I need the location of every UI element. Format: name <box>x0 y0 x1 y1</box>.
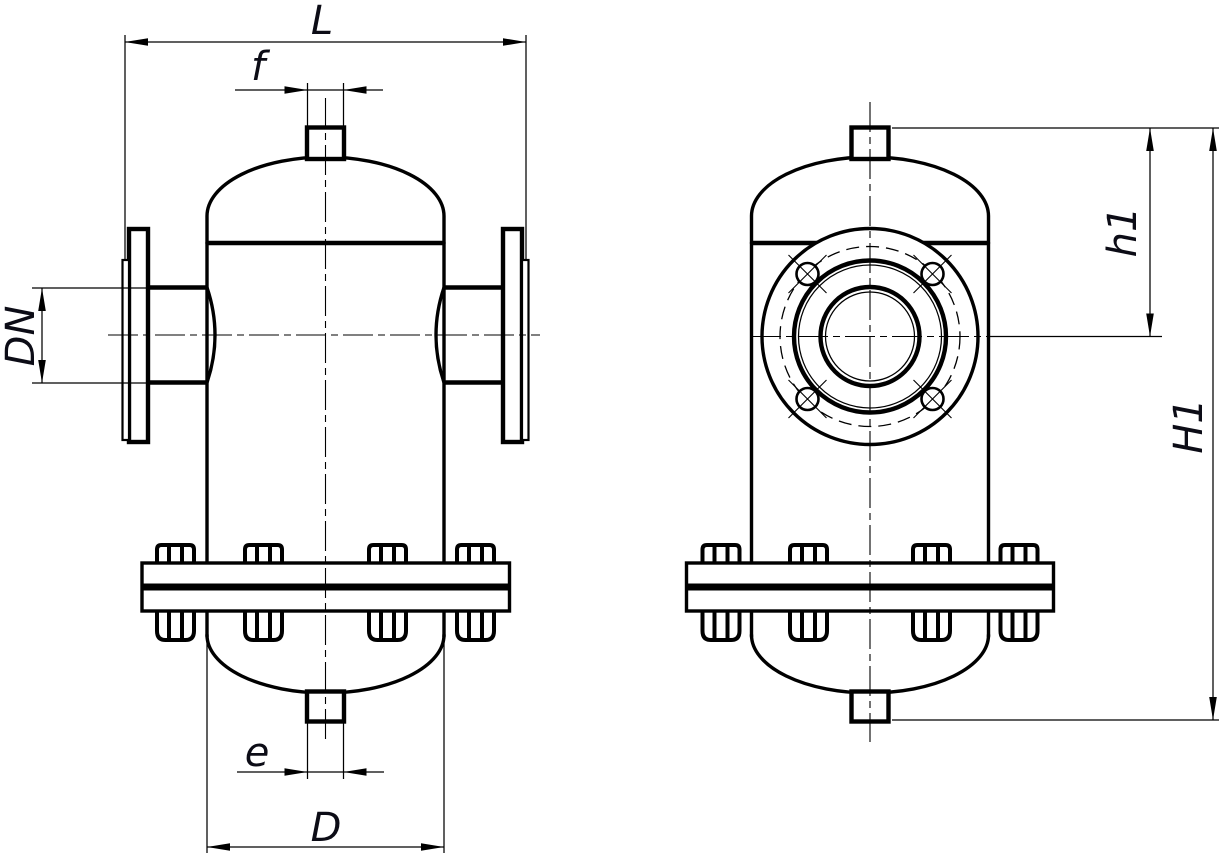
arrowhead <box>421 843 444 851</box>
dim-e: e <box>237 723 384 779</box>
bolt-hole <box>788 379 827 419</box>
arrowhead <box>125 38 148 46</box>
bolt-nut <box>911 609 952 642</box>
dim-label-H1: H1 <box>1166 398 1212 454</box>
bolt-head <box>367 543 408 565</box>
arrowhead <box>343 768 367 776</box>
dim-L: L <box>124 0 527 259</box>
bolt-nut <box>998 609 1040 642</box>
bolt-head <box>911 543 952 565</box>
bolt-nut <box>367 609 408 642</box>
bolt-head <box>788 543 829 565</box>
dim-label-f: f <box>251 44 271 90</box>
dim-h1: h1 <box>892 127 1219 338</box>
arrowhead <box>1209 128 1217 151</box>
bolt-head <box>998 543 1040 565</box>
dim-f: f <box>235 44 383 127</box>
side-view: h1 H1 <box>684 102 1219 742</box>
flange-raised-face <box>121 258 131 442</box>
bolt-head <box>243 543 284 565</box>
bolt-hole <box>913 254 952 294</box>
bolt-hole <box>913 379 952 419</box>
bolt-hole-cross <box>788 379 827 419</box>
bolt-head <box>700 543 742 565</box>
bolt-nut <box>243 609 284 642</box>
bolt-nut <box>700 609 742 642</box>
bolt-head <box>155 543 196 565</box>
arrowhead <box>503 38 526 46</box>
flange-raised-face <box>520 258 530 442</box>
arrowhead <box>284 86 308 94</box>
bolt-nut <box>788 609 829 642</box>
arrowhead <box>284 768 308 776</box>
dim-label-e: e <box>245 730 270 776</box>
dim-H1: H1 <box>892 128 1219 721</box>
arrowhead <box>1209 697 1217 720</box>
bolt-head <box>455 543 496 565</box>
nozzle-shell-intersection-right <box>434 285 446 385</box>
bolt-nut <box>155 609 196 642</box>
bolt-hole-cross <box>788 254 827 294</box>
dim-label-L: L <box>311 0 333 44</box>
dim-DN: DN <box>0 287 149 384</box>
dim-label-DN: DN <box>0 306 44 367</box>
arrowhead <box>207 843 230 851</box>
bolt-hole <box>788 254 827 294</box>
arrowhead <box>1146 128 1154 151</box>
dim-label-h1: h1 <box>1100 207 1146 258</box>
arrowhead <box>1146 313 1154 337</box>
front-view: L f DN e <box>0 0 540 853</box>
dim-label-D: D <box>311 805 342 851</box>
bolt-hole-cross <box>913 379 952 419</box>
bolt-nut <box>455 609 496 642</box>
dim-D: D <box>206 641 445 853</box>
bolt-hole-cross <box>913 254 952 294</box>
arrowhead <box>343 86 367 94</box>
